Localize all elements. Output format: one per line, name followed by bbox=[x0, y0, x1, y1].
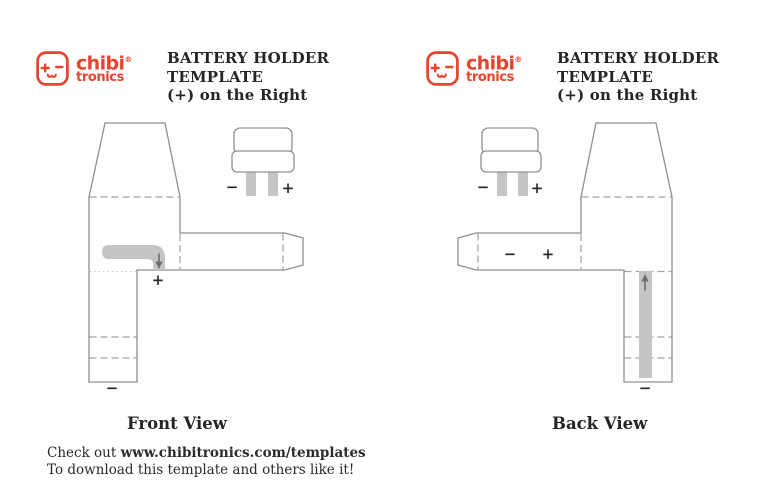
front-template-outline bbox=[88, 122, 304, 383]
logo-word-tronics: tronics bbox=[466, 70, 514, 86]
chibitronics-face-icon bbox=[36, 51, 69, 86]
back-copper-tape bbox=[639, 271, 652, 378]
footer-line-1: Check out www.chibitronics.com/templates bbox=[47, 445, 366, 462]
front-tape-plus-label: + bbox=[152, 271, 165, 289]
title-line-2: TEMPLATE bbox=[167, 67, 264, 86]
front-copper-tape bbox=[102, 245, 165, 270]
title-line-1: BATTERY HOLDER bbox=[167, 49, 330, 67]
registered-mark: ® bbox=[514, 55, 522, 64]
chibitronics-logo: chibi® tronics bbox=[36, 51, 132, 86]
back-view-caption: Back View bbox=[552, 414, 648, 433]
battery-base bbox=[480, 150, 542, 173]
back-template-diagram: − + − − + bbox=[457, 122, 673, 397]
battery-minus-label: − bbox=[477, 178, 490, 196]
back-tape-arrowhead-icon bbox=[641, 274, 649, 282]
battery-plus-label: + bbox=[531, 179, 544, 197]
back-bottom-minus-label: − bbox=[639, 379, 652, 397]
battery-leg-plus bbox=[268, 160, 278, 196]
registered-mark: ® bbox=[124, 55, 132, 64]
chibitronics-logo: chibi® tronics bbox=[426, 51, 522, 86]
title-line-3: (+) on the Right bbox=[167, 86, 308, 104]
logo-wordmark: chibi® tronics bbox=[466, 51, 522, 86]
title-line-1: BATTERY HOLDER bbox=[557, 49, 720, 67]
template-title-front: BATTERY HOLDER TEMPLATE (+) on the Right bbox=[167, 49, 329, 105]
title-line-3: (+) on the Right bbox=[557, 86, 698, 104]
back-arm-minus-label: − bbox=[504, 245, 517, 263]
logo-word-chibi: chibi® bbox=[466, 52, 522, 75]
logo-wordmark: chibi® tronics bbox=[76, 51, 132, 86]
battery-plus-label: + bbox=[282, 179, 295, 197]
title-line-2: TEMPLATE bbox=[557, 67, 654, 86]
battery-leg-minus bbox=[246, 160, 256, 196]
battery-body bbox=[481, 127, 539, 155]
footer-line-2: To download this template and others lik… bbox=[47, 461, 355, 478]
front-view-caption: Front View bbox=[127, 414, 227, 433]
footer-note: Check out www.chibitronics.com/templates… bbox=[47, 445, 366, 478]
battery-base bbox=[231, 150, 295, 173]
battery-body bbox=[233, 127, 293, 155]
footer-prefix: Check out bbox=[47, 445, 121, 461]
front-tape-arrowhead-icon bbox=[155, 261, 163, 269]
template-title-back: BATTERY HOLDER TEMPLATE (+) on the Right bbox=[557, 49, 719, 105]
back-template-outline bbox=[457, 122, 673, 383]
logo-word-tronics: tronics bbox=[76, 70, 124, 86]
footer-url: www.chibitronics.com/templates bbox=[120, 445, 366, 461]
front-template-diagram: + − − + bbox=[88, 122, 304, 397]
battery-holder-icon: − + bbox=[226, 127, 295, 197]
logo-word-chibi: chibi® bbox=[76, 52, 132, 75]
chibitronics-face-icon bbox=[426, 51, 459, 86]
back-arm-plus-label: + bbox=[542, 245, 555, 263]
battery-minus-label: − bbox=[226, 178, 239, 196]
battery-leg-plus bbox=[518, 160, 528, 196]
front-bottom-minus-label: − bbox=[106, 379, 119, 397]
battery-holder-icon: − + bbox=[477, 127, 544, 197]
battery-leg-minus bbox=[497, 160, 507, 196]
